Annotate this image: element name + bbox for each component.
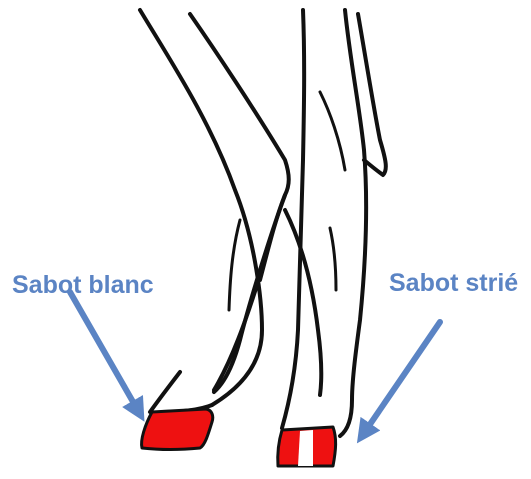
left-leg [140, 10, 289, 412]
white-hoof [142, 409, 213, 450]
right-leg-lower-mark [330, 228, 336, 290]
left-leg-lower-back [214, 282, 258, 390]
striped-hoof-white-stripe [298, 430, 313, 466]
left-leg-front-outline [140, 10, 262, 405]
striped-hoof [278, 427, 336, 466]
left-leg-rear-line [214, 195, 285, 392]
arrow-to-striped-hoof [362, 322, 440, 436]
right-leg-front-outline [282, 10, 304, 428]
arrow-to-white-hoof [70, 292, 140, 414]
left-leg-pastern-back [150, 372, 180, 412]
left-leg-back-outline [190, 14, 289, 280]
right-leg-back-outline [340, 10, 366, 436]
white-hoof-label: Sabot blanc [12, 270, 154, 300]
right-leg-inner-line [285, 210, 321, 395]
striped-hoof-label: Sabot strié [389, 268, 518, 298]
right-leg [282, 10, 386, 436]
right-leg-tendon-mark [320, 92, 345, 170]
left-leg-tendon-mark [229, 220, 240, 310]
